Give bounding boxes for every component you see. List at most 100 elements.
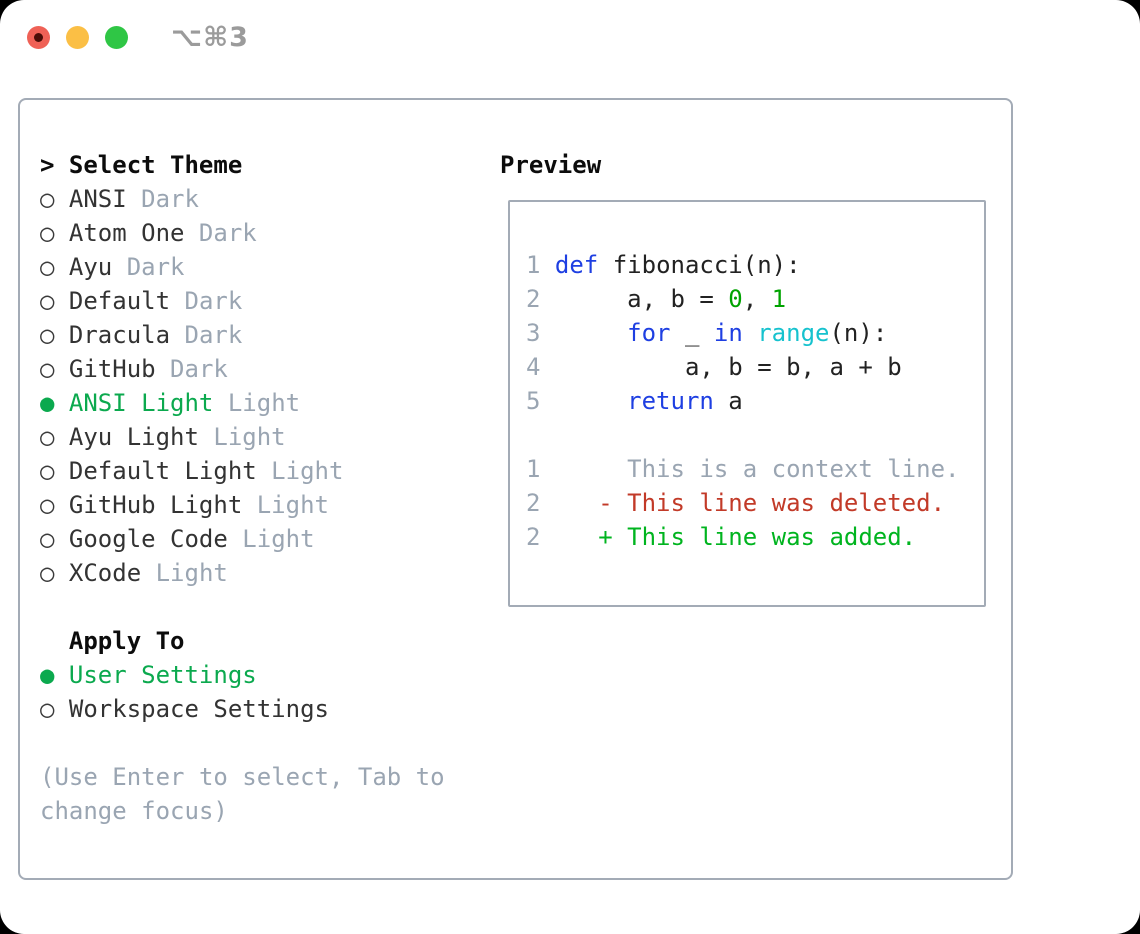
code-segment-deleted: - This line was deleted. [540,489,946,517]
option-variant-label: Light [227,525,315,553]
titlebar: ⌥⌘3 [27,22,249,53]
zoom-button[interactable] [105,26,128,49]
window-title-shortcut: ⌥⌘3 [171,22,249,53]
code-segment-keyword: def [554,251,599,279]
option-label: ANSI Light [68,389,214,417]
theme-option-ayu-light[interactable]: ○ Ayu Light Light [40,420,445,454]
option-variant-label: Light [256,457,344,485]
code-segment-keyword: for [627,319,671,347]
option-label: Workspace Settings [68,695,329,723]
code-segment-number: 1 [771,285,787,313]
theme-options-list: ○ANSI Dark○Atom One Dark○Ayu Dark○Defaul… [40,182,445,590]
code-segment-plain [540,251,554,279]
focus-caret-icon: > [40,151,55,179]
option-label: GitHub Light [68,491,243,519]
code-segment-plain: _ [670,319,714,347]
code-segment-plain: (n): [829,319,888,347]
spacer [40,590,445,624]
option-variant-label: Dark [184,219,257,247]
line-number: 3 [526,319,541,347]
preview-diff-line: 2 - This line was deleted. [526,486,984,520]
theme-option-github[interactable]: ○ GitHub Dark [40,352,445,386]
preview-diff-line: 1 This is a context line. [526,452,984,486]
option-variant-label: Light [198,423,286,451]
code-segment-plain: , [742,285,772,313]
theme-option-default-light[interactable]: ○Default Light Light [40,454,445,488]
theme-option-github-light[interactable]: ○ GitHub Light Light [40,488,445,522]
line-number: 1 [526,251,541,279]
option-label: Dracula [68,321,171,349]
code-segment-builtin: range [757,319,830,347]
select-theme-title: Select Theme [68,151,243,179]
line-number: 1 [526,455,541,483]
selected-radio-icon: ● [40,389,55,417]
code-segment-plain: fibonacci(n): [598,251,801,279]
code-segment-plain: a, b = [540,285,729,313]
theme-option-xcode[interactable]: ○XCode Light [40,556,445,590]
option-variant-label: Dark [155,355,228,383]
theme-option-dracula[interactable]: ○ Dracula Dark [40,318,445,352]
option-variant-label: Dark [170,287,243,315]
code-segment-plain [540,387,627,415]
unselected-radio-icon: ○ [40,321,55,349]
code-segment-number: 0 [728,285,743,313]
option-label: Default [68,287,171,315]
line-number: 2 [526,489,541,517]
option-variant-label: Dark [112,253,185,281]
unselected-radio-icon: ○ [40,253,55,281]
preview-code-line: 1 def fibonacci(n): [526,248,984,282]
code-segment-keyword: in [713,319,743,347]
line-number: 2 [526,523,541,551]
option-variant-label: Dark [170,321,243,349]
option-label: User Settings [68,661,257,689]
code-segment-plain [743,319,757,347]
theme-option-default[interactable]: ○ Default Dark [40,284,445,318]
help-text-line-1: (Use Enter to select, Tab to [40,763,445,791]
option-label: Atom One [68,219,185,247]
unselected-radio-icon: ○ [40,423,55,451]
option-label: Ayu [68,253,113,281]
code-segment-keyword: return [627,387,714,415]
theme-option-ansi[interactable]: ○ANSI Dark [40,182,445,216]
option-label: XCode [68,559,142,587]
preview-diff-line: 2 + This line was added. [526,520,984,554]
preview-title: Preview [500,151,602,179]
apply-option-user-settings[interactable]: ● User Settings [40,658,445,692]
apply-to-options-list: ● User Settings ○ Workspace Settings [40,658,445,726]
unselected-radio-icon: ○ [40,355,55,383]
apply-to-header: Apply To [68,627,185,655]
theme-option-atom-one[interactable]: ○ Atom One Dark [40,216,445,250]
unselected-radio-icon: ○ [40,695,55,723]
option-variant-label: Light [213,389,301,417]
spacer [40,726,445,760]
minimize-button[interactable] [66,26,89,49]
option-label: GitHub [68,355,156,383]
theme-option-ayu[interactable]: ○ Ayu Dark [40,250,445,284]
unselected-radio-icon: ○ [40,457,55,485]
apply-option-workspace-settings[interactable]: ○ Workspace Settings [40,692,445,726]
unselected-radio-icon: ○ [40,287,55,315]
selected-radio-icon: ● [40,661,55,689]
unselected-radio-icon: ○ [40,491,55,519]
preview-code-line: 3 for _ in range(n): [526,316,984,350]
close-button[interactable] [27,26,50,49]
code-segment-plain: a [713,387,743,415]
unselected-radio-icon: ○ [40,219,55,247]
theme-selector-panel: >Select Theme ○ANSI Dark○Atom One Dark○A… [18,98,1013,880]
code-segment-context: This is a context line. [540,455,960,483]
help-text-line-2: change focus) [40,797,228,825]
option-label: Ayu Light [68,423,199,451]
theme-option-google-code[interactable]: ○Google Code Light [40,522,445,556]
option-label: ANSI [68,185,127,213]
line-number: 2 [526,285,541,313]
code-segment-added: + This line was added. [540,523,917,551]
preview-code-line: 2 a, b = 0, 1 [526,282,984,316]
close-dot-icon [34,33,43,42]
preview-code-line: 4 a, b = b, a + b [526,350,984,384]
spacer [526,418,984,452]
theme-option-ansi-light[interactable]: ● ANSI Light Light [40,386,445,420]
unselected-radio-icon: ○ [40,559,55,587]
option-variant-label: Light [242,491,329,519]
